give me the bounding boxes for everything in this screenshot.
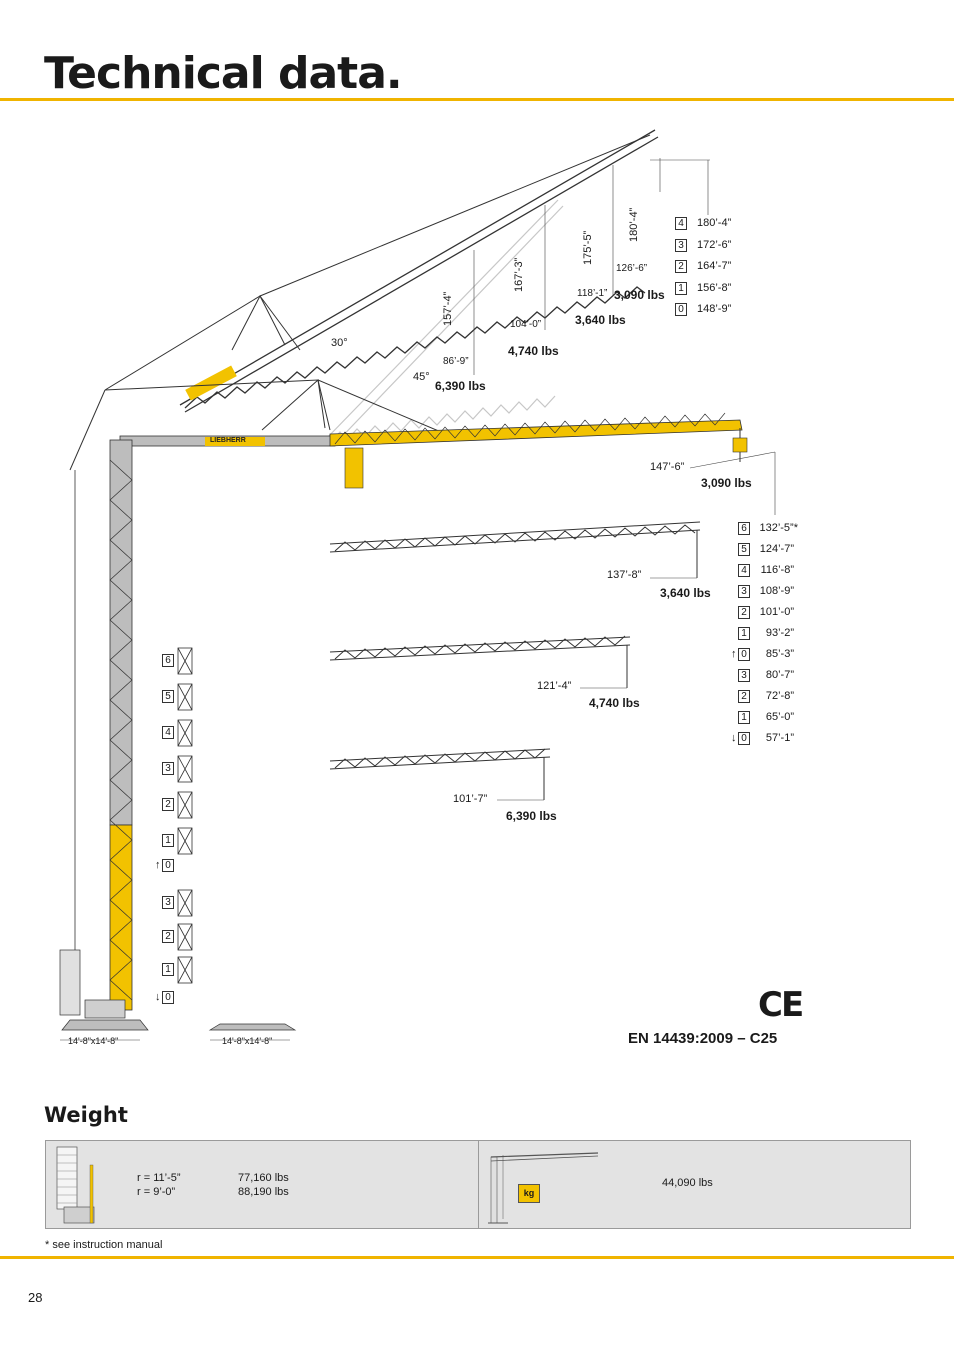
- dimension-lines: [60, 158, 776, 1041]
- tower-section-label: 4: [155, 726, 174, 739]
- tower: [59, 439, 297, 1031]
- section-icons: [177, 647, 193, 984]
- ce-mark: CE: [758, 985, 804, 1025]
- tower-section-label: ↓0: [155, 991, 174, 1004]
- tower-section-label: 3: [155, 896, 174, 909]
- footer-rule: [0, 1256, 954, 1259]
- tower-section-label: ↑0: [155, 859, 174, 872]
- main-jib-logo: LIEBHERR: [210, 437, 246, 444]
- page-number: 28: [28, 1290, 43, 1305]
- kg-weight-icon: kg: [518, 1184, 540, 1203]
- luff-load-4: 3,090 lbs: [614, 288, 665, 302]
- alt-jib-121: [329, 635, 631, 688]
- alt-jib-137: [329, 521, 701, 578]
- counterweight-icon: [56, 1146, 95, 1224]
- crane-icon: [488, 1152, 599, 1224]
- luff-height-3: 175’-5”: [582, 230, 594, 265]
- luffing-jib-30: [179, 129, 659, 413]
- luff-radius-3: 118’-1”: [577, 288, 608, 299]
- angle-45-label: 45°: [413, 371, 430, 383]
- tower-section-label: 2: [155, 798, 174, 811]
- tower-section-label: 1: [155, 963, 174, 976]
- weight-divider: [478, 1141, 479, 1228]
- luff-height-1: 157’-4”: [442, 291, 454, 326]
- tower-section-label: 3: [155, 762, 174, 775]
- guy-lines: [69, 134, 651, 471]
- base-dim-2: 14'-8"x14'-8": [222, 1036, 273, 1046]
- luff-height-4: 180’-4”: [628, 207, 640, 242]
- jib-load-4: 6,390 lbs: [506, 809, 557, 823]
- header-rule: [0, 98, 954, 101]
- jib-radius-4: 101’-7”: [453, 793, 488, 805]
- luff-radius-2: 104’-0”: [510, 319, 542, 330]
- footnote: * see instruction manual: [45, 1239, 163, 1251]
- luff-load-1: 6,390 lbs: [435, 379, 486, 393]
- page-title: Technical data.: [44, 48, 403, 99]
- jib-load-2: 3,640 lbs: [660, 586, 711, 600]
- luff-radius-1: 86’-9”: [443, 356, 469, 367]
- alt-jibs: [329, 521, 701, 800]
- jib-load-1: 3,090 lbs: [701, 476, 752, 490]
- crane-weight-value: 44,090 lbs: [662, 1177, 713, 1189]
- jib-radius-1: 147’-6”: [650, 461, 685, 473]
- tower-section-label: 1: [155, 834, 174, 847]
- alt-jib-101: [329, 748, 551, 800]
- base-dim-1: 14'-8"x14'-8": [68, 1036, 119, 1046]
- luff-load-2: 4,740 lbs: [508, 344, 559, 358]
- standard-label: EN 14439:2009 – C25: [628, 1030, 778, 1047]
- luffing-jib-logo-plate: [185, 365, 237, 401]
- weight-table: r = 11’-5”77,160 lbs r = 9’-0”88,190 lbs…: [45, 1140, 911, 1229]
- luff-load-3: 3,640 lbs: [575, 313, 626, 327]
- angle-30-label: 30°: [331, 337, 348, 349]
- luff-radius-4: 126’-6”: [616, 263, 648, 274]
- weight-title: Weight: [44, 1103, 128, 1127]
- tower-section-label: 5: [155, 690, 174, 703]
- weight-rows: r = 11’-5”77,160 lbs r = 9’-0”88,190 lbs: [137, 1171, 289, 1199]
- jib-load-3: 4,740 lbs: [589, 696, 640, 710]
- main-jib: [119, 412, 748, 489]
- table-row: r = 11’-5”77,160 lbs: [137, 1172, 289, 1184]
- jib-radius-3: 121’-4”: [537, 680, 572, 692]
- luff-height-2: 167’-3”: [513, 257, 525, 292]
- crane-drawing: [59, 129, 776, 1041]
- tower-section-label: 2: [155, 930, 174, 943]
- table-row: r = 9’-0”88,190 lbs: [137, 1186, 289, 1198]
- jib-radius-2: 137’-8”: [607, 569, 642, 581]
- tower-section-label: 6: [155, 654, 174, 667]
